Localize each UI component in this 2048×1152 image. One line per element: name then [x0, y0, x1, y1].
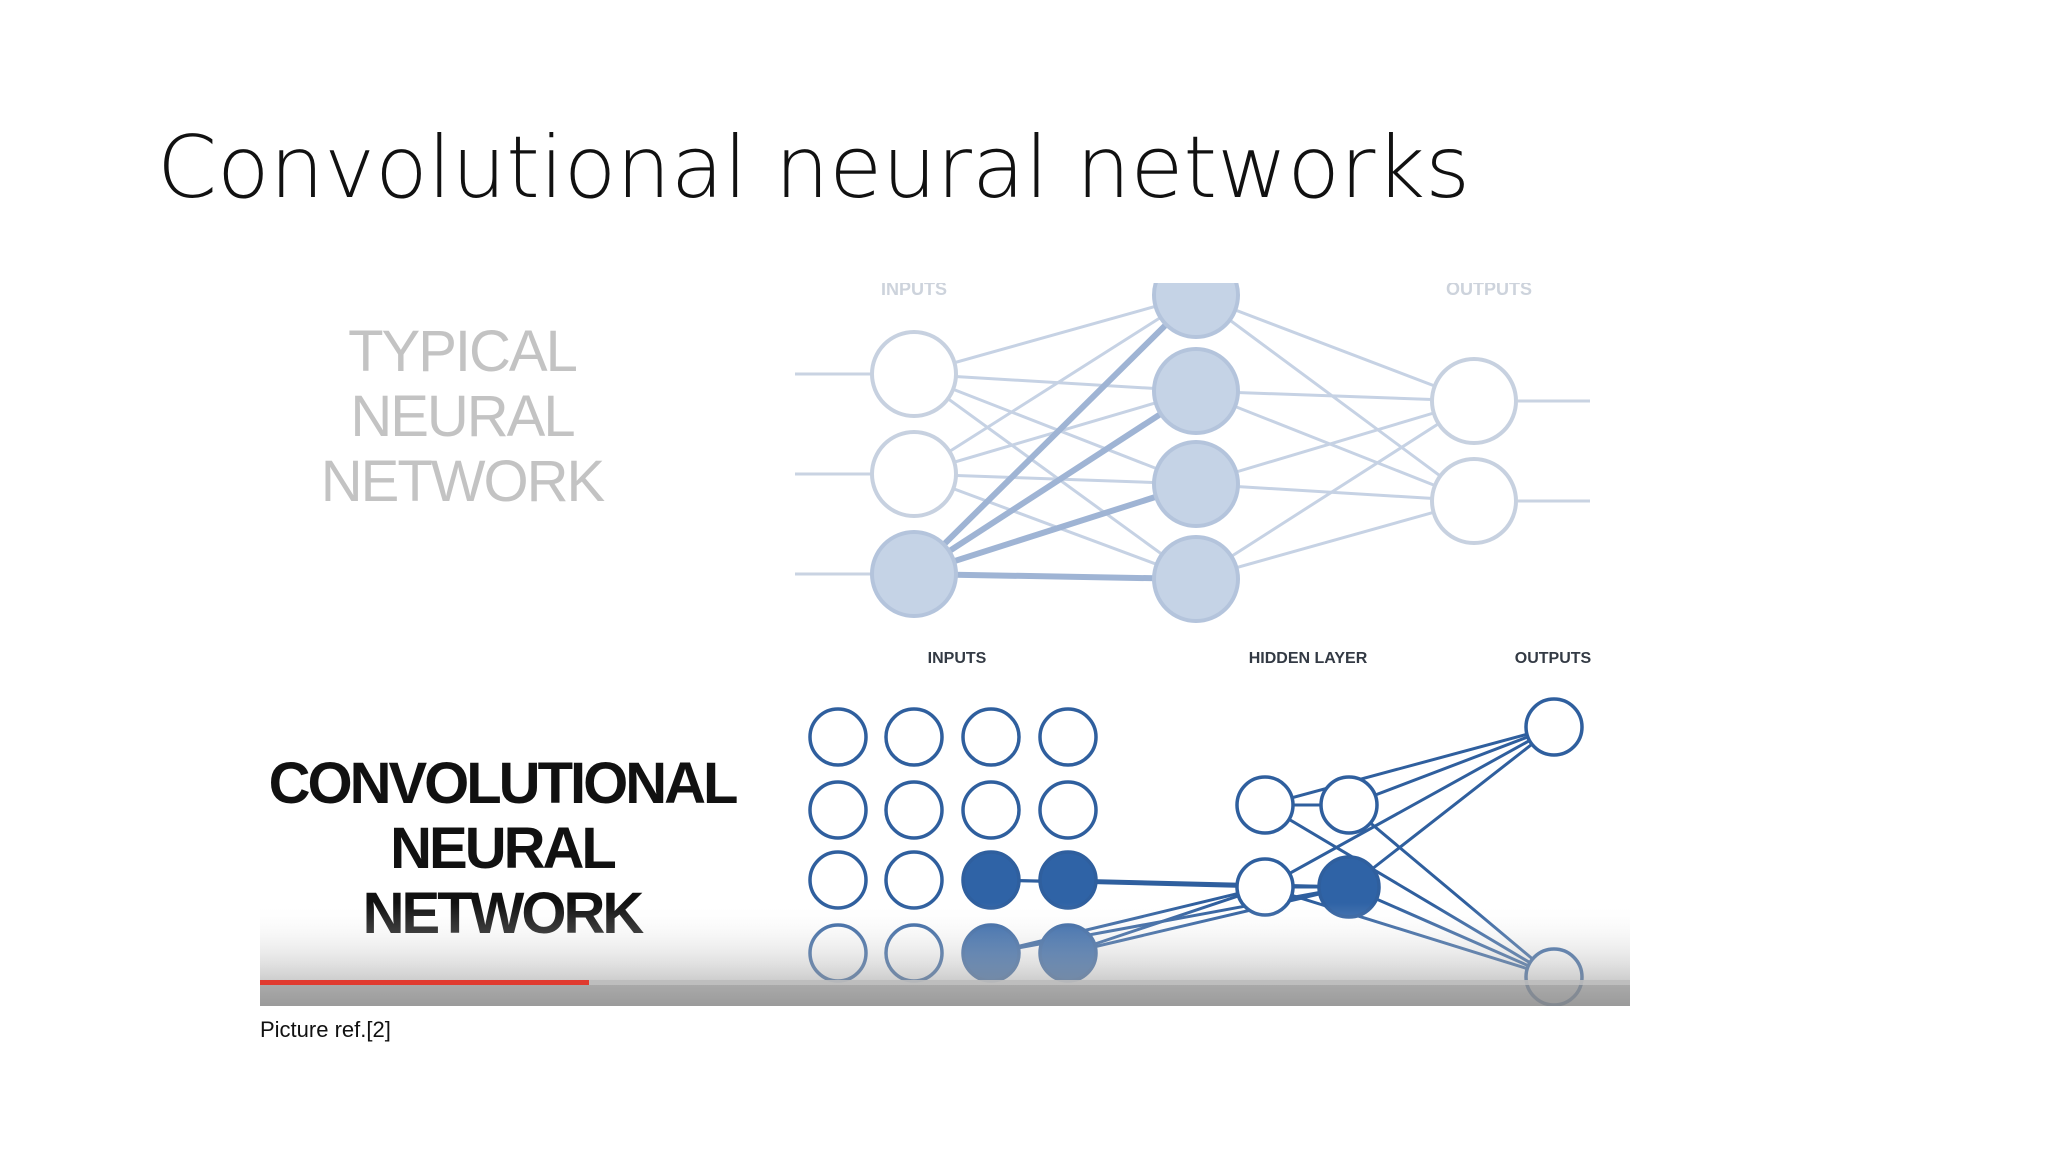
typical-label-line-2: NEURAL	[350, 384, 574, 449]
typical-outputs-label: OUTPUTS	[1446, 283, 1532, 299]
cnn-input-node	[961, 707, 1021, 767]
cnn-label-line-1: CONVOLUTIONAL	[269, 751, 737, 816]
typical-inputs-label: INPUTS	[881, 283, 947, 299]
typical-hidden-nodes	[1152, 283, 1240, 623]
cnn-figure: TYPICAL NEURAL NETWORK INPUTS OUTPUTS	[260, 283, 1630, 1006]
typical-input-nodes	[870, 330, 958, 618]
cnn-input-node	[808, 707, 868, 767]
typical-network-label: TYPICAL NEURAL NETWORK	[321, 319, 608, 514]
cnn-input-node	[1038, 707, 1098, 767]
typical-output-node	[1430, 357, 1518, 445]
typical-input-node	[870, 330, 958, 418]
cnn-hidden-node	[1319, 775, 1379, 835]
cnn-input-node	[1038, 780, 1098, 840]
cnn-label-line-2: NEURAL	[390, 816, 615, 881]
cnn-inputs-label: INPUTS	[928, 650, 987, 667]
picture-caption: Picture ref.[2]	[260, 1017, 391, 1042]
typical-input-arrows	[795, 372, 872, 576]
video-progress-track[interactable]	[260, 980, 1630, 985]
typical-hidden-node	[1152, 440, 1240, 528]
video-controls-bar	[260, 985, 1630, 1006]
cnn-hidden-nodes	[1235, 775, 1381, 919]
video-progress-fill	[260, 980, 589, 985]
cnn-input-node	[961, 780, 1021, 840]
typical-input-node	[870, 530, 958, 618]
typical-label-line-3: NETWORK	[321, 449, 606, 514]
typical-input-node	[870, 430, 958, 518]
slide-title: Convolutional neural networks	[157, 118, 1471, 218]
typical-connections-hidden-output	[1195, 293, 1475, 581]
figure-graphic: TYPICAL NEURAL NETWORK INPUTS OUTPUTS	[260, 283, 1630, 1006]
typical-hidden-node	[1152, 347, 1240, 435]
cnn-output-node	[1524, 697, 1584, 757]
typical-output-nodes	[1430, 357, 1518, 545]
typical-hidden-node	[1152, 535, 1240, 623]
typical-label-line-1: TYPICAL	[348, 319, 576, 384]
cnn-input-node	[884, 780, 944, 840]
cnn-outputs-label: OUTPUTS	[1515, 650, 1592, 667]
typical-connections-highlight	[911, 292, 1199, 582]
typical-hidden-node	[1152, 283, 1240, 339]
typical-output-arrows	[1518, 399, 1590, 503]
cnn-input-node	[884, 707, 944, 767]
cnn-input-node	[808, 780, 868, 840]
cnn-input-node	[808, 850, 868, 910]
cnn-input-node	[884, 850, 944, 910]
cnn-hidden-label: HIDDEN LAYER	[1249, 650, 1368, 667]
cnn-input-node-active	[961, 850, 1021, 910]
cnn-hidden-node	[1235, 775, 1295, 835]
typical-output-node	[1430, 457, 1518, 545]
cnn-input-node-active	[1038, 850, 1098, 910]
